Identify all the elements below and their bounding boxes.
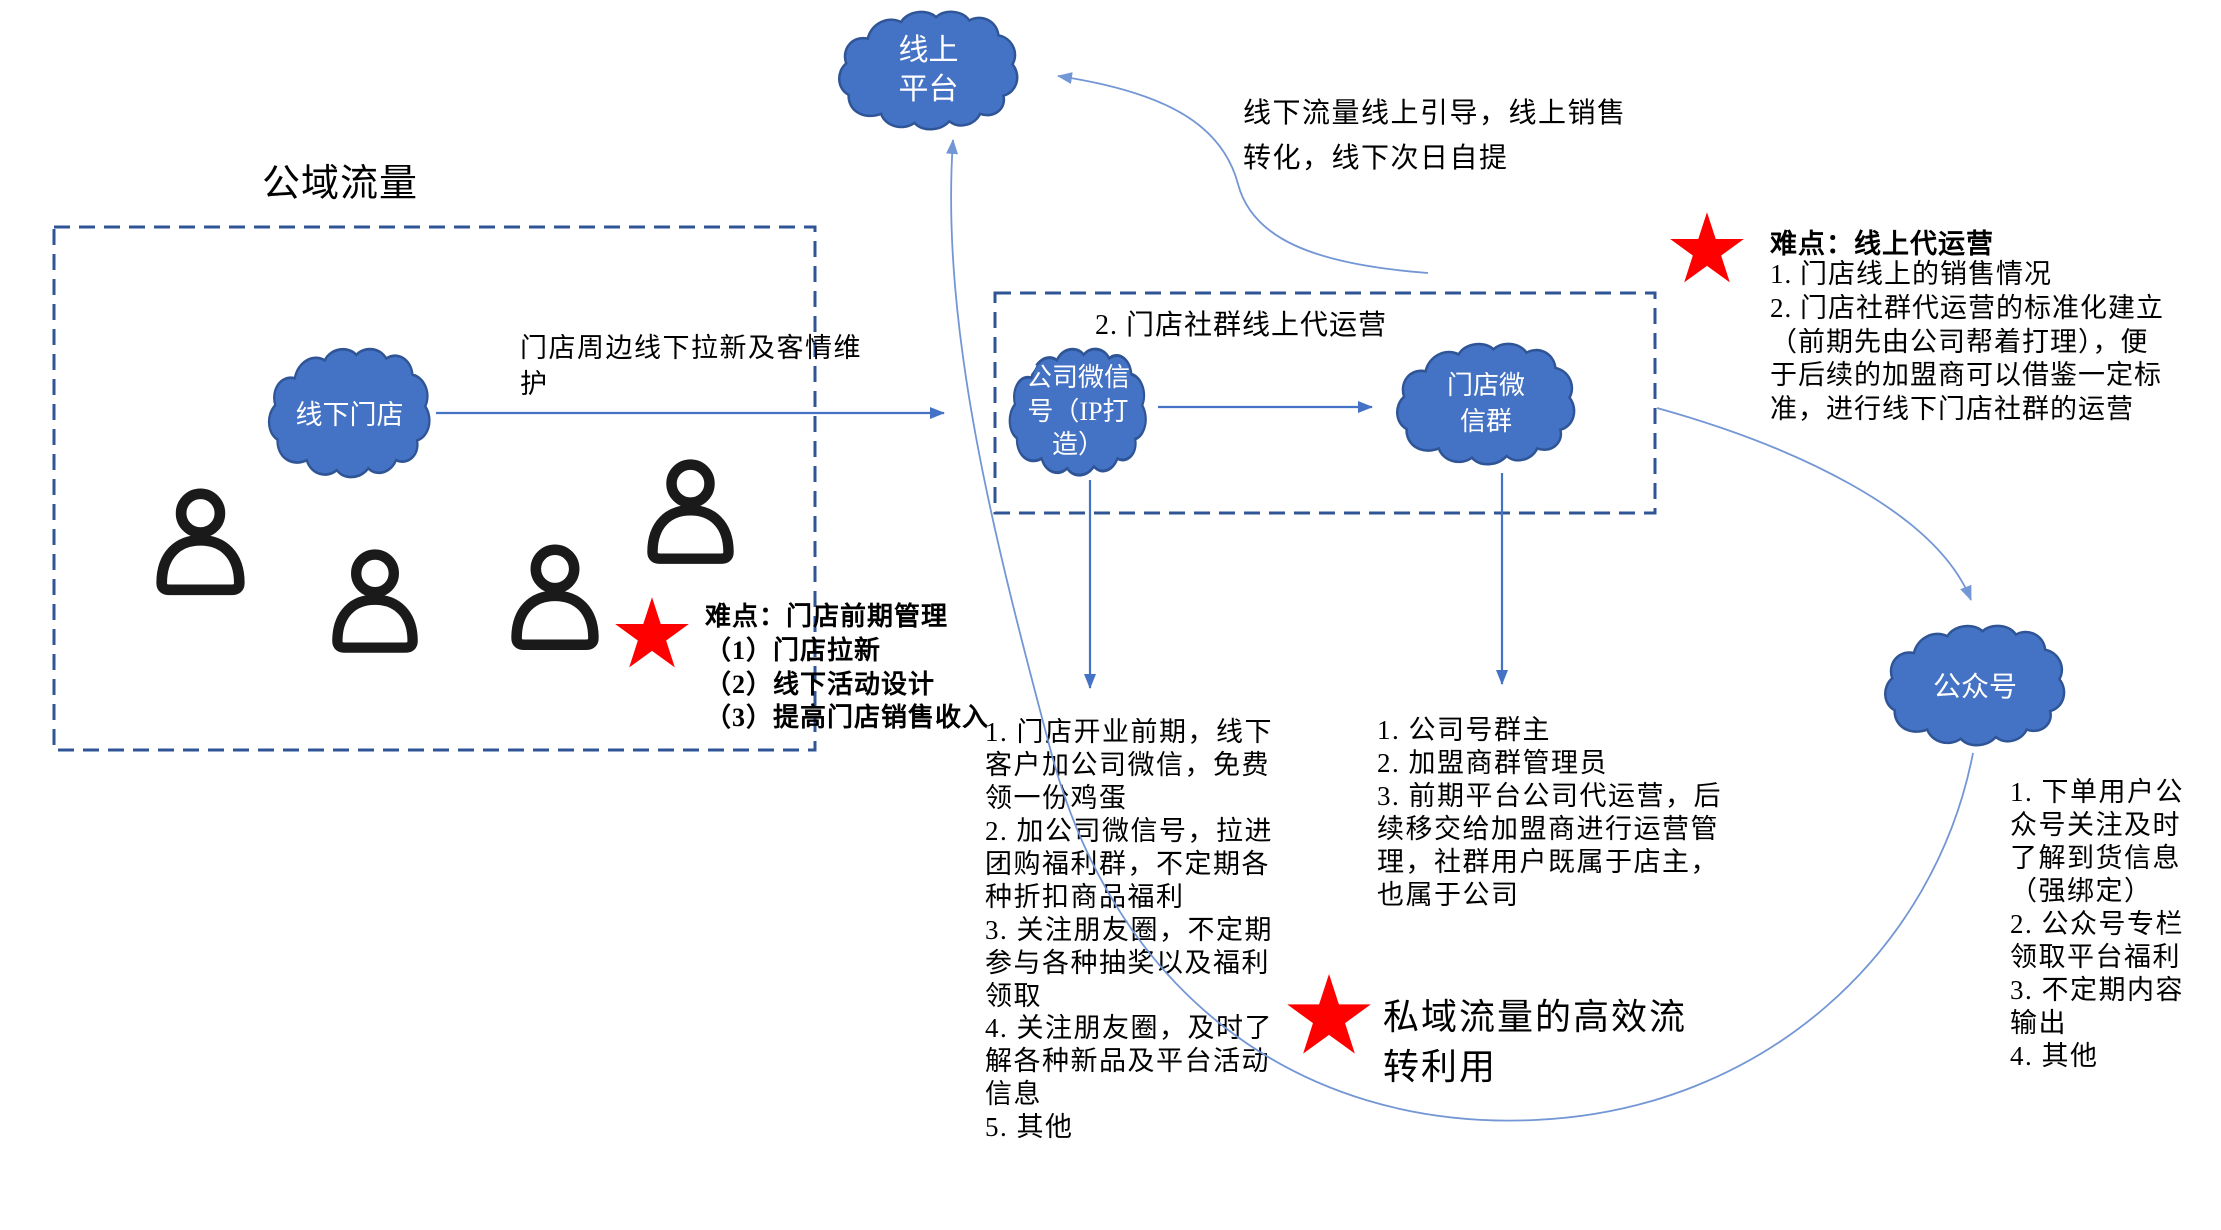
- person-icon: [653, 465, 729, 559]
- curve-box-to-official-account: [1656, 407, 1972, 601]
- private-traffic-note: 私域流量的高效流 转利用: [1383, 997, 1688, 1087]
- online-guide-note: 线下流量线上引导，线上销售 转化，线下次日自提: [1243, 98, 1627, 174]
- star-icon: [1670, 212, 1744, 283]
- person-icon: [517, 550, 594, 645]
- challenge-online-ops-heading: 难点：线上代运营: [1770, 229, 1994, 259]
- challenge-online-ops-body: 1. 门店线上的销售情况 2. 门店社群代运营的标准化建立 （前期先由公司帮着打…: [1770, 259, 2164, 424]
- store-to-wechat-edge-label: 门店周边线下拉新及客情维 护: [520, 333, 862, 400]
- official-account-list: 1. 下单用户公 众号关注及时 了解到货信息 （强绑定） 2. 公众号专栏 领取…: [2010, 777, 2184, 1071]
- group-owner-list: 1. 公司号群主 2. 加盟商群管理员 3. 前期平台公司代运营，后 续移交给加…: [1377, 715, 1722, 910]
- store-community-box-title: 2. 门店社群线上代运营: [1095, 310, 1388, 341]
- challenge-store-early: 难点：门店前期管理 （1）门店拉新 （2）线下活动设计 （3）提高门店销售收入: [705, 602, 990, 733]
- public-traffic-title: 公域流量: [262, 163, 419, 205]
- company-wechat-list: 1. 门店开业前期，线下 客户加公司微信，免费 领一份鸡蛋 2. 加公司微信号，…: [985, 717, 1273, 1143]
- official-account-label: 公众号: [1932, 672, 2017, 703]
- offline-store-label: 线下门店: [295, 400, 404, 430]
- person-icon: [162, 494, 240, 590]
- store-wechat-group-label: 门店微 信群: [1446, 371, 1525, 436]
- star-icon: [615, 597, 689, 668]
- online-platform-label: 线上 平台: [898, 34, 959, 106]
- star-icon: [1287, 974, 1371, 1054]
- public-traffic-box: [52, 225, 817, 752]
- company-wechat-label: 公司微信 号（IP打 造）: [1025, 362, 1130, 460]
- person-icon: [337, 555, 412, 648]
